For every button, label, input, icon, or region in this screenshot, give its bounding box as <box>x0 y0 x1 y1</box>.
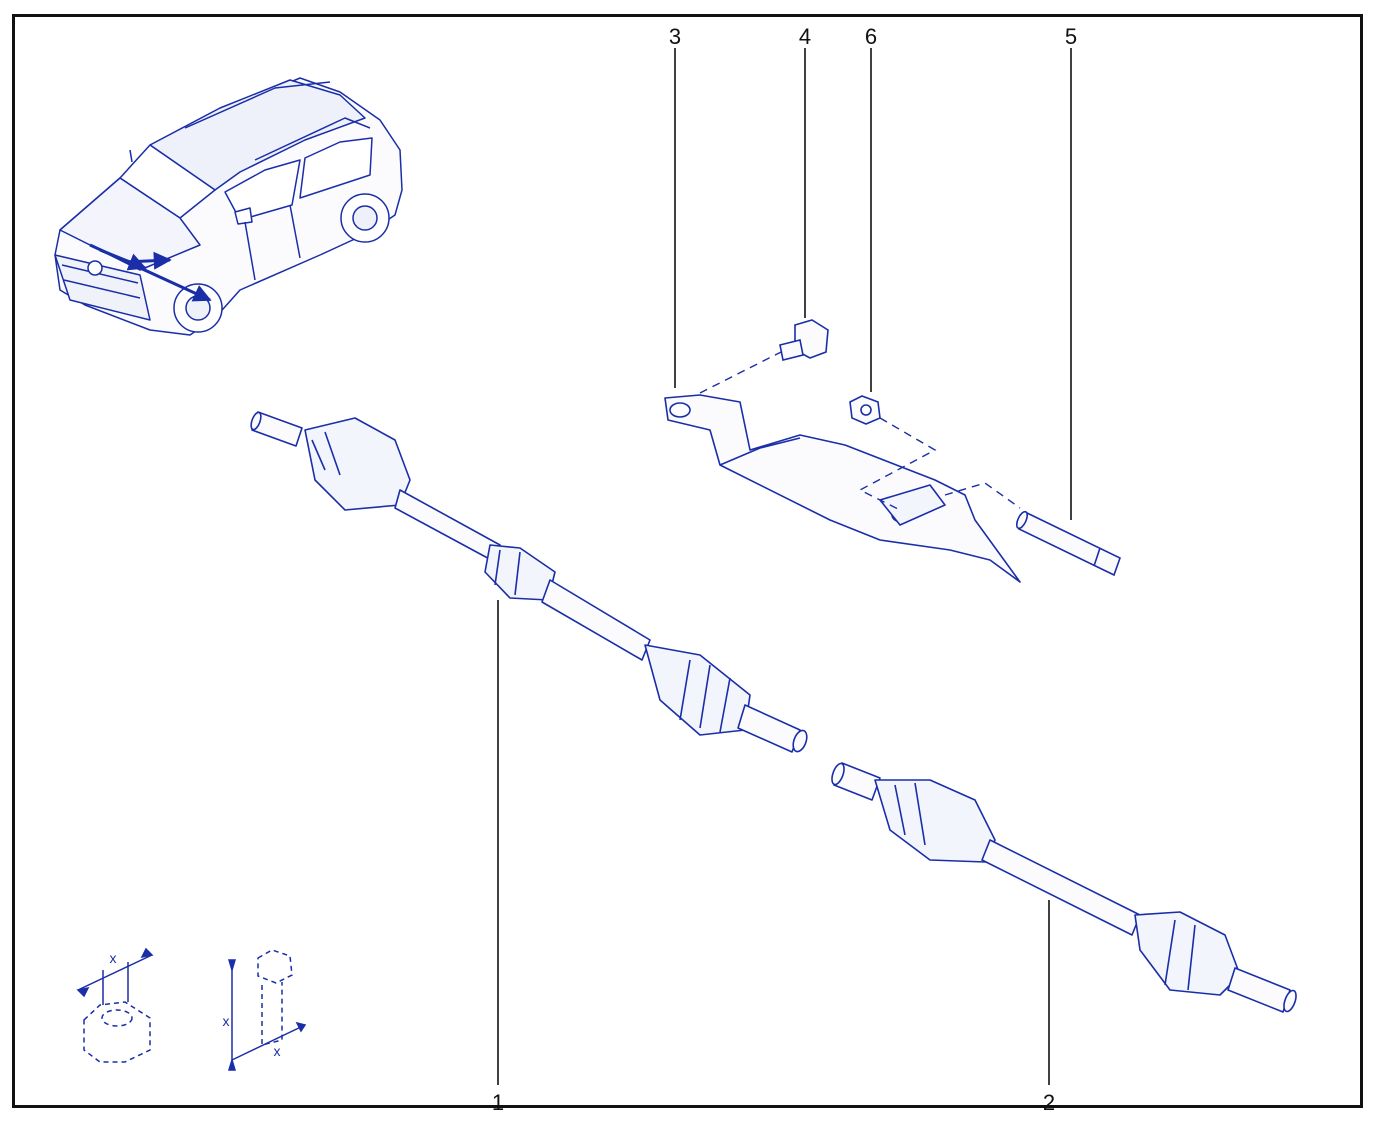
drive-shaft-location-arrows <box>89 243 212 302</box>
bolt-torque-icon <box>227 949 307 1071</box>
bolt-diameter-label: x <box>274 1043 281 1059</box>
callout-4: 4 <box>799 24 811 49</box>
assembly-lines <box>699 349 1021 511</box>
callout-2: 2 <box>1043 1090 1055 1115</box>
leader-lines <box>497 48 1072 1085</box>
drive-shaft-left <box>250 411 808 753</box>
diagram-frame <box>12 14 1363 1108</box>
bolt-length-label: x <box>223 1013 230 1029</box>
car-location-icon <box>54 77 403 336</box>
bolt <box>779 319 829 361</box>
drive-shaft-right <box>831 762 1297 1013</box>
callout-1: 1 <box>492 1090 504 1115</box>
heat-shield-bracket <box>664 394 1021 583</box>
callout-3: 3 <box>669 24 681 49</box>
stud <box>1015 510 1121 577</box>
callout-5: 5 <box>1065 24 1077 49</box>
nut-torque-icon <box>76 947 154 1063</box>
callout-6: 6 <box>865 24 877 49</box>
nut <box>849 395 881 425</box>
nut-dimension-label: x <box>110 950 117 966</box>
